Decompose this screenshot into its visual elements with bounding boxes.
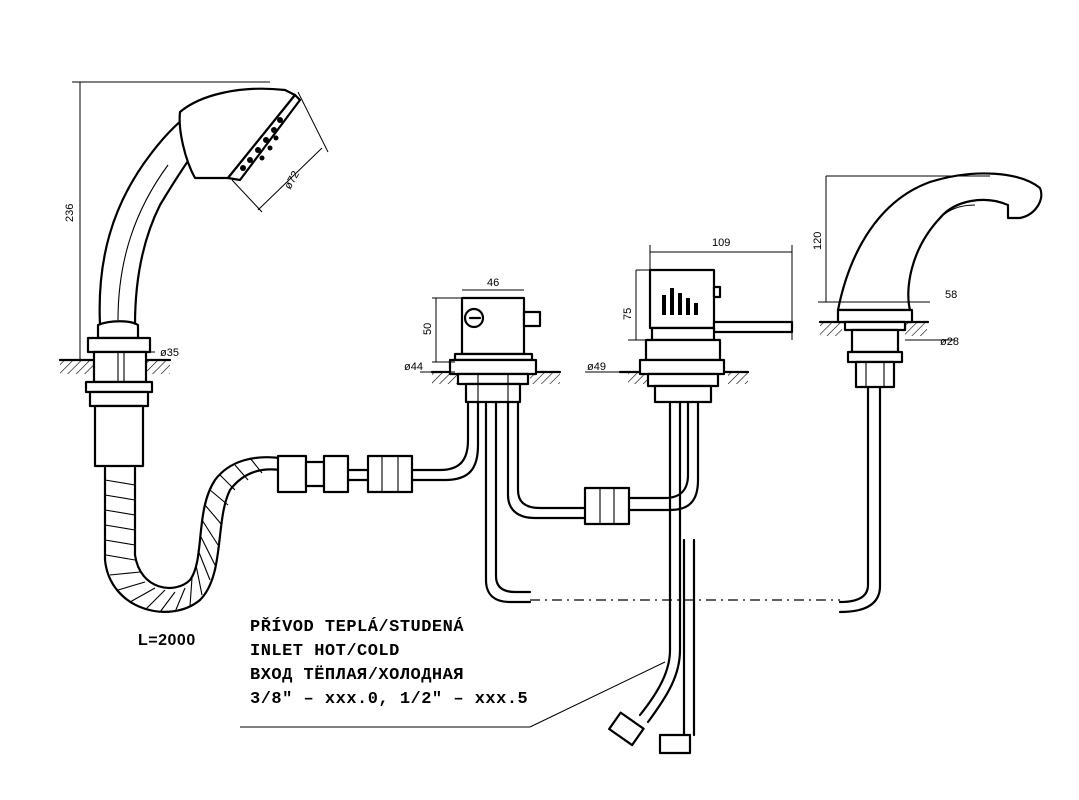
mixer [585,245,794,404]
dim-236: 236 [64,204,76,222]
dim-50: 50 [422,323,434,335]
dim-75: 75 [622,308,634,320]
inlet-note-line-cz: PŘÍVOD TEPLÁ/STUDENÁ [250,618,465,637]
dim-109: 109 [712,237,730,249]
dim-58: 58 [945,289,957,301]
dim-base-dia-28: ø28 [940,336,959,348]
supply-pipes [608,400,696,755]
spout [818,172,1043,614]
hose-connector [276,454,414,494]
inlet-note-line-ru: ВХОД ТЁПЛАЯ/ХОЛОДНАЯ [250,666,465,685]
diverter [420,289,562,404]
hand-shower [58,81,329,468]
inlet-note-sizes: 3/8" – xxx.0, 1/2" – xxx.5 [250,690,529,709]
dim-base-dia-44: ø44 [404,361,423,373]
note-leader-arrow [529,661,666,728]
diverter-pipes [410,400,700,604]
flex-hose [103,456,282,613]
dim-120: 120 [812,232,824,250]
dim-head-dia: ø72 [282,169,302,191]
dim-46: 46 [487,277,499,289]
inlet-note-line-en: INLET HOT/COLD [250,642,400,661]
dim-base-dia-49: ø49 [587,361,606,373]
hose-length-label: L=2000 [138,632,196,649]
dim-base-dia-35: ø35 [160,347,179,359]
